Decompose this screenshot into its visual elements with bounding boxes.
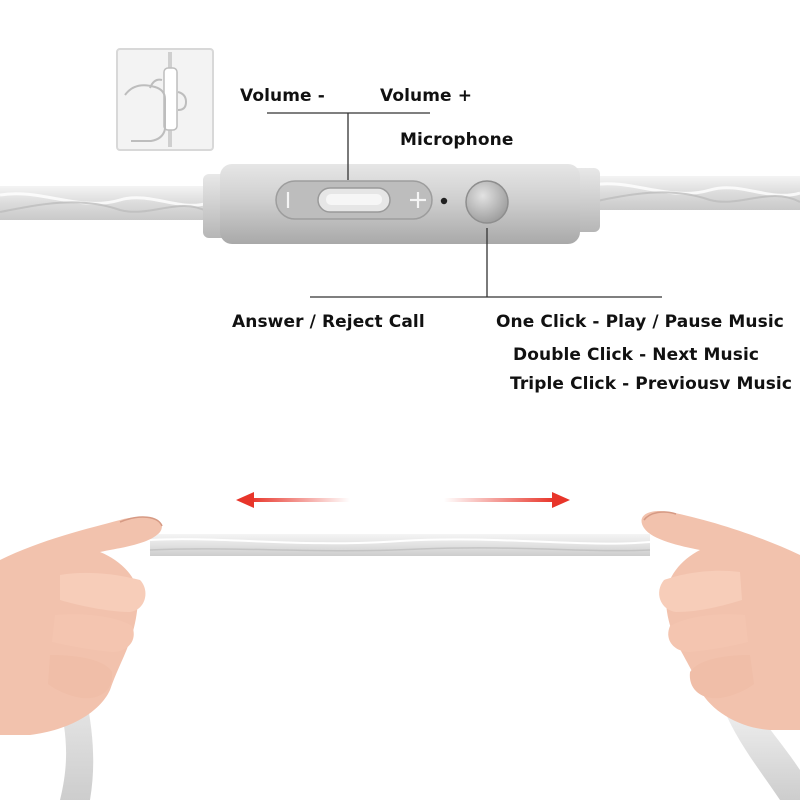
microphone-label: Microphone [400,130,514,150]
one-click-label: One Click - Play / Pause Music [496,312,784,332]
volume-down-label: Volume - [240,86,325,106]
double-click-label: Double Click - Next Music [513,345,760,365]
arrow-right-icon [444,492,570,508]
multifunction-button [465,180,509,224]
cable-left [0,186,209,220]
cable-right [591,176,800,210]
triple-click-label: Triple Click - Previousv Music [510,374,793,394]
left-hand [0,516,163,735]
leader-lines [267,112,662,298]
inline-remote [203,164,600,244]
answer-reject-label: Answer / Reject Call [232,312,425,332]
plus-icon [410,192,426,208]
arrow-left-icon [236,492,350,508]
right-hand [641,510,800,730]
hand-holding-remote-icon [116,48,214,151]
microphone-icon [440,197,448,205]
volume-up-label: Volume + [380,86,473,106]
